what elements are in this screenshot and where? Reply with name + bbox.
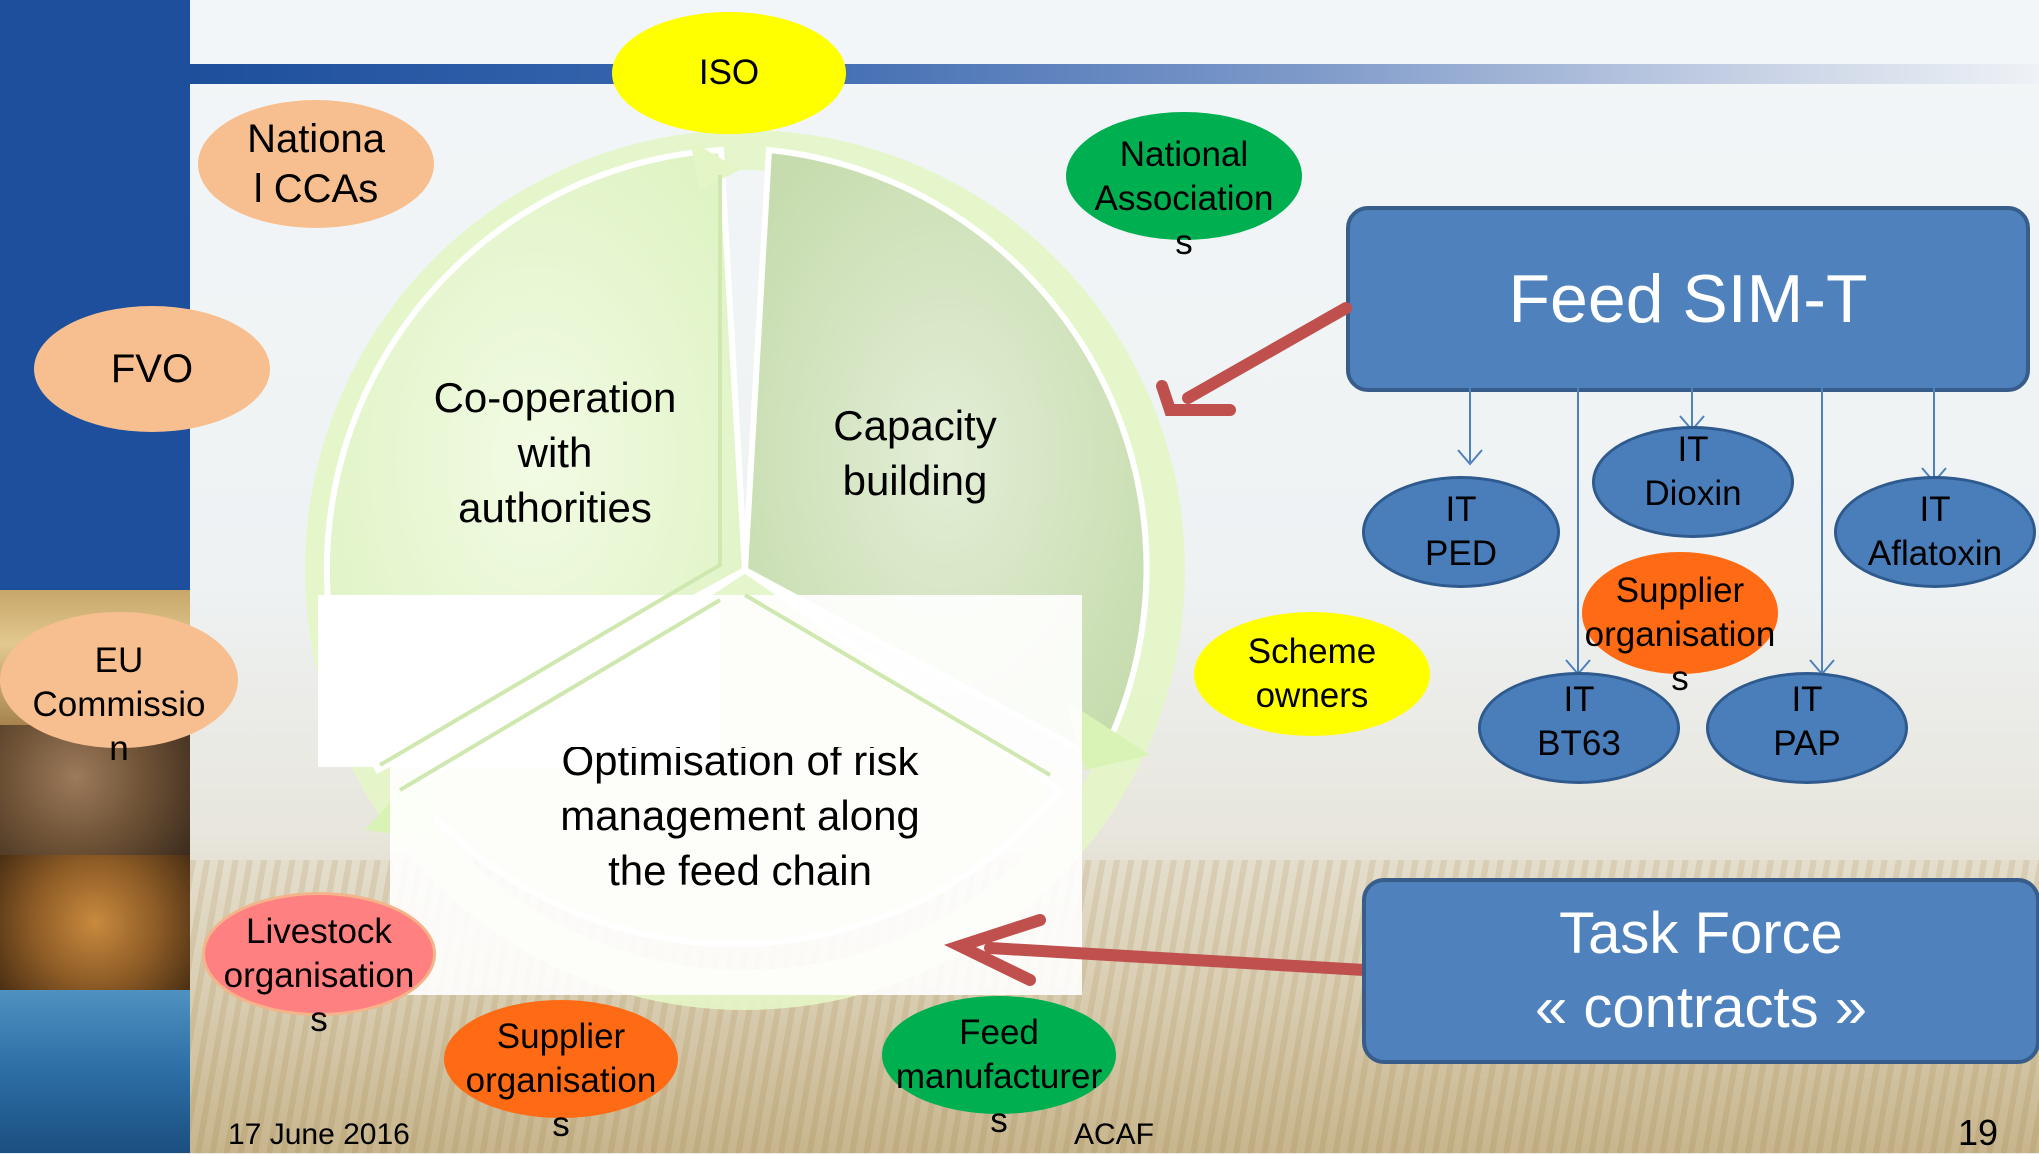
- fish-photo: [0, 990, 190, 1153]
- fvo-label: FVO: [110, 347, 194, 391]
- national-ccas-ellipse: Nationa l CCAs: [198, 100, 434, 228]
- it-aflatoxin-label: IT Aflatoxin: [1867, 490, 2003, 573]
- feed-sim-t-title: Feed SIM-T: [1508, 261, 1868, 337]
- it-bt63-ellipse: IT BT63: [1478, 672, 1680, 784]
- task-force-title: Task Force « contracts »: [1534, 901, 1868, 1040]
- iso-label: ISO: [698, 53, 760, 92]
- it-ped-label: IT PED: [1425, 490, 1497, 573]
- it-dioxin-label: IT Dioxin: [1644, 430, 1742, 513]
- fvo-ellipse: FVO: [34, 306, 270, 432]
- task-force-box: Task Force « contracts »: [1362, 878, 2039, 1064]
- it-pap-label: IT PAP: [1773, 680, 1841, 763]
- it-dioxin-ellipse: IT Dioxin: [1592, 426, 1794, 538]
- white-panel-center: [390, 595, 1082, 995]
- footer-date: 17 June 2016: [228, 1118, 410, 1151]
- supplier-organisations-label: Supplier organisation s: [1584, 571, 1776, 698]
- livestock-organisations-ellipse: Livestock organisation s: [202, 892, 436, 1039]
- eu-commission-label: EU Commissio n: [32, 641, 206, 768]
- cycle-label-optimisation: Optimisation of risk management along th…: [560, 737, 920, 894]
- footer-center: ACAF: [1074, 1118, 1155, 1151]
- it-ped-ellipse: IT PED: [1362, 476, 1560, 588]
- scheme-owners-label: Scheme owners: [1247, 632, 1377, 715]
- feed-manufacturers-ellipse: Feed manufacturer s: [882, 996, 1116, 1140]
- ring-arrowhead-top: [690, 140, 740, 190]
- supplier-organisations-bottom-label: Supplier organisation s: [465, 1017, 657, 1144]
- cycle-label-capacity: Capacity building: [833, 402, 997, 504]
- it-aflatoxin-ellipse: IT Aflatoxin: [1834, 476, 2036, 588]
- scheme-owners-ellipse: Scheme owners: [1194, 612, 1430, 736]
- feed-sim-t-box: Feed SIM-T: [1346, 206, 2030, 392]
- national-ccas-label: Nationa l CCAs: [247, 117, 385, 211]
- it-pap-ellipse: IT PAP: [1706, 672, 1908, 784]
- cycle-label-cooperation: Co-operation with authorities: [433, 374, 677, 531]
- pig-photo: [0, 855, 190, 990]
- supplier-organisations-bottom-ellipse: Supplier organisation s: [444, 1000, 678, 1144]
- feed-manufacturers-label: Feed manufacturer s: [895, 1013, 1103, 1140]
- national-associations-label: National Association s: [1094, 135, 1274, 262]
- ring-arrowhead-right: [1065, 700, 1150, 770]
- supplier-organisations-ellipse: Supplier organisation s: [1582, 552, 1778, 698]
- eu-commission-ellipse: EU Commissio n: [0, 612, 238, 768]
- national-associations-ellipse: National Association s: [1066, 112, 1302, 262]
- it-bt63-label: IT BT63: [1537, 680, 1621, 763]
- iso-ellipse: ISO: [612, 12, 846, 134]
- page-number: 19: [1958, 1112, 1999, 1153]
- livestock-organisations-label: Livestock organisation s: [223, 912, 415, 1039]
